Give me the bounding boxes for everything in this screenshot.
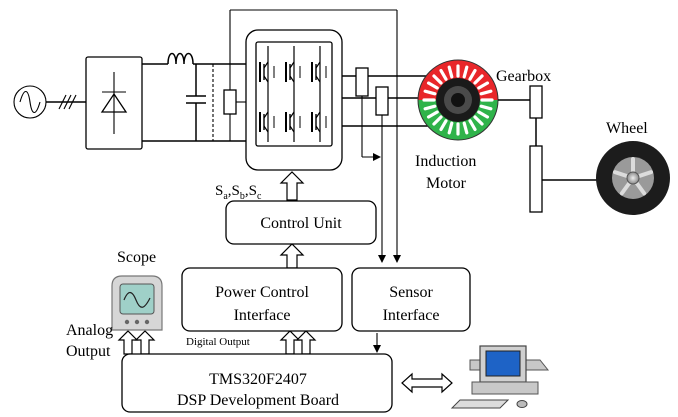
igbt-emitter [263, 75, 269, 83]
dc-bus [142, 63, 246, 142]
motor-tooth [477, 110, 490, 119]
motor-tooth [426, 110, 439, 119]
inductor-icon [167, 52, 194, 65]
igbt-emitter [263, 125, 269, 133]
power-control-label: Power Control [215, 284, 309, 301]
dsp-board-label: DSP Development Board [177, 392, 339, 409]
motor-tooth [462, 121, 469, 135]
igbt-emitter [289, 125, 295, 133]
igbt-inverter-icon [245, 29, 343, 171]
igbt-collector [263, 111, 269, 119]
hollow-arrow-analog [117, 330, 156, 355]
analog-output-label: Output [66, 343, 111, 360]
igbt-emitter [315, 75, 321, 83]
motor-tooth [432, 115, 443, 126]
motor-tooth [473, 74, 484, 85]
dsp-chip-label: TMS320F2407 [209, 371, 307, 388]
igbt-collector [315, 111, 321, 119]
bidirectional-arrow-icon [401, 372, 453, 394]
control-unit-box [225, 200, 377, 245]
motor-tooth [468, 68, 477, 81]
computer-icon [450, 345, 550, 409]
hollow-arrow-sabc [279, 171, 305, 201]
sensor-label: Sensor [389, 284, 433, 301]
motor-tooth [423, 89, 437, 96]
igbt-collector [263, 61, 269, 69]
sensor-interface-box [351, 267, 471, 332]
motor-tooth [473, 115, 484, 126]
motor-tooth [479, 89, 493, 96]
hollow-arrow-digital [279, 330, 317, 355]
sensor-interface-label: Interface [383, 307, 440, 324]
scope-label: Scope [117, 249, 156, 266]
feedback-loop-wire [229, 9, 401, 263]
motor-tooth [447, 65, 454, 79]
motor-tooth [439, 68, 448, 81]
switch-signals-label: Sa,Sb,Sc [215, 183, 262, 202]
induction-motor-icon [417, 59, 499, 141]
oscilloscope-icon [111, 275, 163, 331]
power-control-interface-box [181, 267, 343, 332]
motor-tooth [447, 121, 454, 135]
motor-tooth [468, 119, 477, 132]
igbt-collector [289, 61, 295, 69]
rectifier-diode-icon [85, 56, 143, 150]
induction-label: Induction [415, 153, 476, 170]
motor-tooth [439, 119, 448, 132]
digital-output-label: Digital Output [186, 336, 250, 348]
dsp-board-box [121, 353, 393, 413]
control-unit-label: Control Unit [260, 215, 342, 232]
motor-label: Motor [426, 175, 467, 192]
igbt-emitter [289, 75, 295, 83]
gearbox-label: Gearbox [496, 68, 551, 85]
wheel-label: Wheel [606, 120, 648, 137]
motor-tooth [426, 81, 439, 90]
motor-tooth [477, 81, 490, 90]
hollow-arrow-cu [279, 243, 305, 269]
ac-source-icon [13, 85, 86, 119]
power-control-interface-label: Interface [234, 307, 291, 324]
igbt-collector [315, 61, 321, 69]
motor-tooth [432, 74, 443, 85]
capacitor-icon [186, 64, 214, 141]
analog-label: Analog [66, 322, 113, 339]
igbt-collector [289, 111, 295, 119]
motor-tooth [462, 65, 469, 79]
dc-voltage-sensor [223, 64, 246, 141]
wheel-icon [596, 141, 670, 215]
igbt-emitter [315, 125, 321, 133]
gearbox-icon [529, 85, 604, 213]
current-sensor-icon [355, 67, 389, 263]
motor-tooth [423, 104, 437, 111]
motor-tooth [479, 104, 493, 111]
